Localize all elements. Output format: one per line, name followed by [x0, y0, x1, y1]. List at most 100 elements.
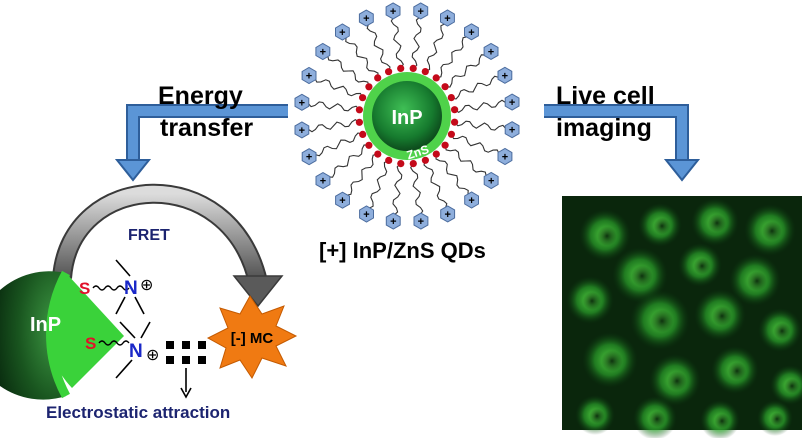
ligand-chain — [451, 75, 500, 100]
ligand-chain — [410, 163, 424, 216]
sulfur-anchor-dot — [432, 150, 440, 158]
ligand-head — [440, 9, 455, 27]
ligand-head — [464, 191, 479, 209]
nitrogen-atom-top: N — [124, 278, 138, 299]
cell-nucleus — [650, 309, 674, 333]
ligand-chain — [454, 120, 507, 131]
cell-nucleus — [773, 322, 791, 340]
fret-scheme: InP S N ⊕ S N ⊕ [-] MC — [0, 183, 298, 400]
ligand-head — [440, 205, 456, 223]
ligand-head — [359, 205, 374, 223]
ligand-charge: + — [390, 6, 396, 18]
sulfur-anchor-dot — [385, 156, 393, 164]
ligand-head — [413, 212, 429, 230]
ligand-chain — [314, 132, 363, 157]
sulfur-anchor-dot — [359, 94, 367, 102]
ligand-charge: + — [509, 97, 515, 109]
ligand-head — [335, 191, 350, 209]
sulfur-anchor-dot — [421, 156, 429, 164]
mc-label: [-] MC — [231, 330, 274, 347]
fret-arc-arrow — [54, 185, 266, 284]
cell-nucleus — [653, 217, 671, 235]
ligand-head — [483, 42, 499, 60]
cell-nucleus — [667, 371, 687, 391]
sulfur-anchor-dot — [409, 64, 417, 72]
sulfur-anchor-dot — [451, 106, 459, 114]
cell-nucleus — [770, 412, 784, 426]
cell-nucleus — [747, 271, 767, 291]
ligand-charge: + — [320, 47, 326, 59]
cell-nucleus — [589, 408, 605, 424]
ligand-charge: + — [299, 125, 305, 137]
ligand-head — [294, 93, 310, 111]
ligand-chain — [423, 160, 448, 209]
ligand-chain — [411, 16, 422, 69]
live-cell-label-line2: imaging — [556, 114, 652, 142]
ligand-head — [497, 66, 513, 84]
ligand-head — [497, 147, 513, 166]
live-cell-label-line1: Live cell — [556, 82, 655, 110]
sulfur-anchor-dot — [355, 106, 363, 114]
ligand-head — [504, 121, 520, 139]
ligand-charge: + — [502, 70, 508, 82]
cell-nucleus — [707, 213, 727, 233]
ligand-charge: + — [320, 176, 326, 188]
cell-nucleus — [714, 413, 730, 429]
ligand-head — [315, 172, 331, 190]
cell-nucleus — [693, 257, 711, 275]
sulfur-anchor-dot — [447, 94, 455, 102]
ligand-charge: + — [339, 27, 345, 39]
energy-transfer-label-line2: transfer — [160, 114, 254, 142]
ligand-head — [385, 2, 401, 20]
sulfur-anchor-dot — [397, 160, 405, 168]
cell-nucleus — [762, 221, 782, 241]
sulfur-anchor-dot — [441, 83, 449, 91]
qd-caption: [+] InP/ZnS QDs — [319, 238, 486, 263]
cell-nucleus — [601, 350, 623, 372]
quantum-dot: ++++++++++++++++++++++++ InP ZnS — [294, 2, 520, 230]
ligand-chain — [450, 134, 500, 155]
ligand-chain — [425, 23, 446, 73]
sulfur-anchor-dot — [447, 130, 455, 138]
ligand-chain — [327, 55, 370, 87]
ligand-chain — [368, 159, 389, 209]
ligand-charge: + — [509, 125, 515, 137]
sulfur-anchor-dot — [441, 141, 449, 149]
ligand-head — [315, 42, 331, 61]
ligand-chain — [327, 144, 369, 178]
ligand-charge: + — [299, 97, 305, 109]
ligand-chain — [307, 101, 360, 112]
sulfur-anchor-dot — [374, 74, 382, 82]
energy-transfer-arrow — [114, 104, 288, 182]
ligand-chain — [444, 145, 487, 177]
live-cell-arrow — [544, 104, 701, 182]
electrostatic-attraction-label: Electrostatic attraction — [46, 403, 231, 422]
sulfur-anchor-dot — [355, 118, 363, 126]
ligand-charge: + — [306, 71, 312, 83]
ligand-charge: + — [306, 152, 312, 164]
ligand-chain — [390, 16, 404, 69]
ligand-chain — [314, 77, 364, 98]
ligand-chain — [392, 163, 403, 216]
positive-charge-top: ⊕ — [140, 275, 153, 294]
ligand-charge: + — [502, 152, 508, 164]
ligand-chain — [307, 119, 360, 133]
sulfur-anchor-dot — [421, 68, 429, 76]
nitrogen-atom-bottom: N — [129, 341, 143, 362]
sulfur-anchor-dot — [451, 118, 459, 126]
ligand-head — [301, 148, 317, 166]
fret-zns-shell — [42, 273, 124, 388]
sulfur-atom-top: S — [79, 279, 90, 298]
sulfur-anchor-dot — [359, 130, 367, 138]
ligand-chain — [445, 54, 487, 88]
cell-nucleus — [582, 291, 602, 311]
qd-core-label: InP — [391, 107, 422, 129]
ligand-chain — [366, 23, 391, 72]
ligand-head — [294, 121, 310, 139]
cell-nucleus — [648, 410, 666, 428]
sulfur-anchor-dot — [365, 141, 373, 149]
ligand-charge: + — [363, 13, 369, 25]
ligand-head — [301, 66, 317, 85]
